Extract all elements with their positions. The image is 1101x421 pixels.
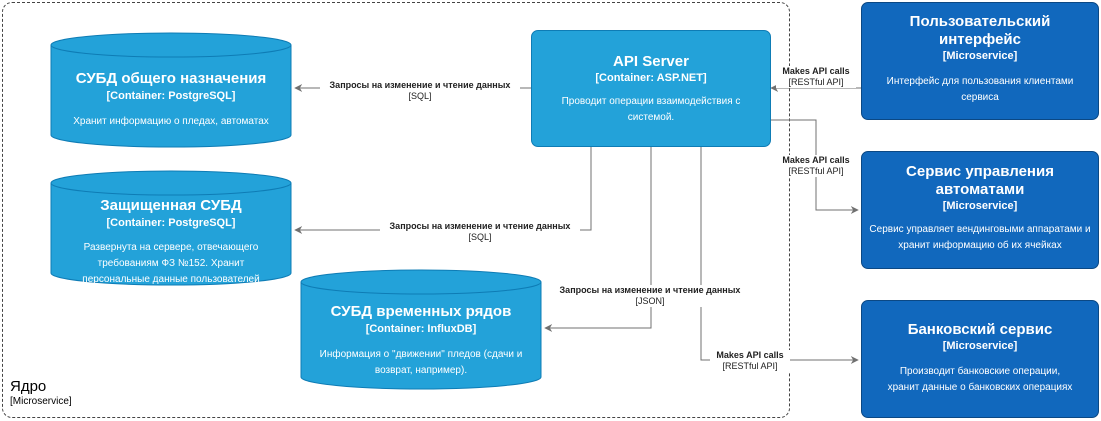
rel-vending-tech: [RESTful API] (788, 166, 844, 176)
api-server-title: API Server (613, 53, 689, 70)
db-general-desc: Хранит информацию о пледах, автоматах (73, 116, 269, 127)
ext-bank-tag: [Microservice] (942, 340, 1018, 352)
ext-vending-tag: [Microservice] (942, 200, 1018, 212)
rel-db-general-text: Запросы на изменение и чтение данных (329, 80, 511, 90)
db-secure-text: Защищенная СУБД [Container: PostgreSQL] … (51, 197, 291, 288)
api-server-tag: [Container: ASP.NET] (595, 72, 707, 84)
rel-ui-label: Makes API calls [RESTful API] (776, 66, 856, 88)
db-secure-tag: [Container: PostgreSQL] (106, 217, 236, 229)
db-secure-desc: Развернута на сервере, отвечающего требо… (82, 242, 260, 285)
db-general-title: СУБД общего назначения (75, 70, 267, 87)
db-secure-title: Защищенная СУБД (100, 197, 242, 214)
rel-db-general-label: Запросы на изменение и чтение данных [SQ… (320, 80, 520, 102)
api-server-desc: Проводит операции взаимодействия с систе… (561, 96, 741, 123)
ext-ui-desc: Интерфейс для пользования клиентами серв… (886, 76, 1074, 103)
boundary-tag: [Microservice] (10, 396, 72, 407)
ext-vending-title: Сервис управления автоматами (906, 163, 1054, 198)
rel-db-timeseries-tech: [JSON] (635, 296, 665, 306)
rel-ui-text: Makes API calls (782, 66, 850, 76)
ext-bank-box[interactable]: Банковский сервис [Microservice] Произво… (861, 300, 1099, 418)
rel-vending-label: Makes API calls [RESTful API] (776, 155, 856, 177)
rel-ui-tech: [RESTful API] (788, 77, 844, 87)
rel-db-general-tech: [SQL] (408, 91, 432, 101)
rel-db-timeseries-text: Запросы на изменение и чтение данных (559, 285, 741, 295)
api-server-box[interactable]: API Server [Container: ASP.NET] Проводит… (531, 30, 771, 147)
rel-db-timeseries-label: Запросы на изменение и чтение данных [JS… (550, 285, 750, 307)
db-timeseries-title: СУБД временных рядов (330, 303, 512, 320)
rel-bank-label: Makes API calls [RESTful API] (710, 350, 790, 372)
ext-ui-title: Пользовательский интерфейс (909, 13, 1051, 48)
ext-ui-tag: [Microservice] (942, 50, 1018, 62)
rel-vending-text: Makes API calls (782, 155, 850, 165)
ext-vending-box[interactable]: Сервис управления автоматами [Microservi… (861, 151, 1099, 269)
rel-db-secure-tech: [SQL] (468, 232, 492, 242)
rel-db-secure-text: Запросы на изменение и чтение данных (389, 221, 571, 231)
ext-bank-desc: Производит банковские операции, хранит д… (887, 366, 1073, 393)
boundary-title: Ядро (10, 378, 47, 395)
rel-db-secure-label: Запросы на изменение и чтение данных [SQ… (380, 221, 580, 243)
ext-ui-box[interactable]: Пользовательский интерфейс [Microservice… (861, 2, 1099, 120)
db-timeseries-desc: Информация о "движении" пледов (сдачи и … (319, 349, 523, 376)
ext-bank-title: Банковский сервис (907, 321, 1053, 338)
db-general-text: СУБД общего назначения [Container: Postg… (51, 70, 291, 130)
ext-vending-desc: Сервис управляет вендинговыми аппаратами… (869, 224, 1091, 251)
rel-bank-text: Makes API calls (716, 350, 784, 360)
db-timeseries-tag: [Container: InfluxDB] (365, 323, 477, 335)
db-timeseries-text: СУБД временных рядов [Container: InfluxD… (301, 303, 541, 379)
rel-bank-tech: [RESTful API] (722, 361, 778, 371)
db-general-tag: [Container: PostgreSQL] (106, 90, 236, 102)
